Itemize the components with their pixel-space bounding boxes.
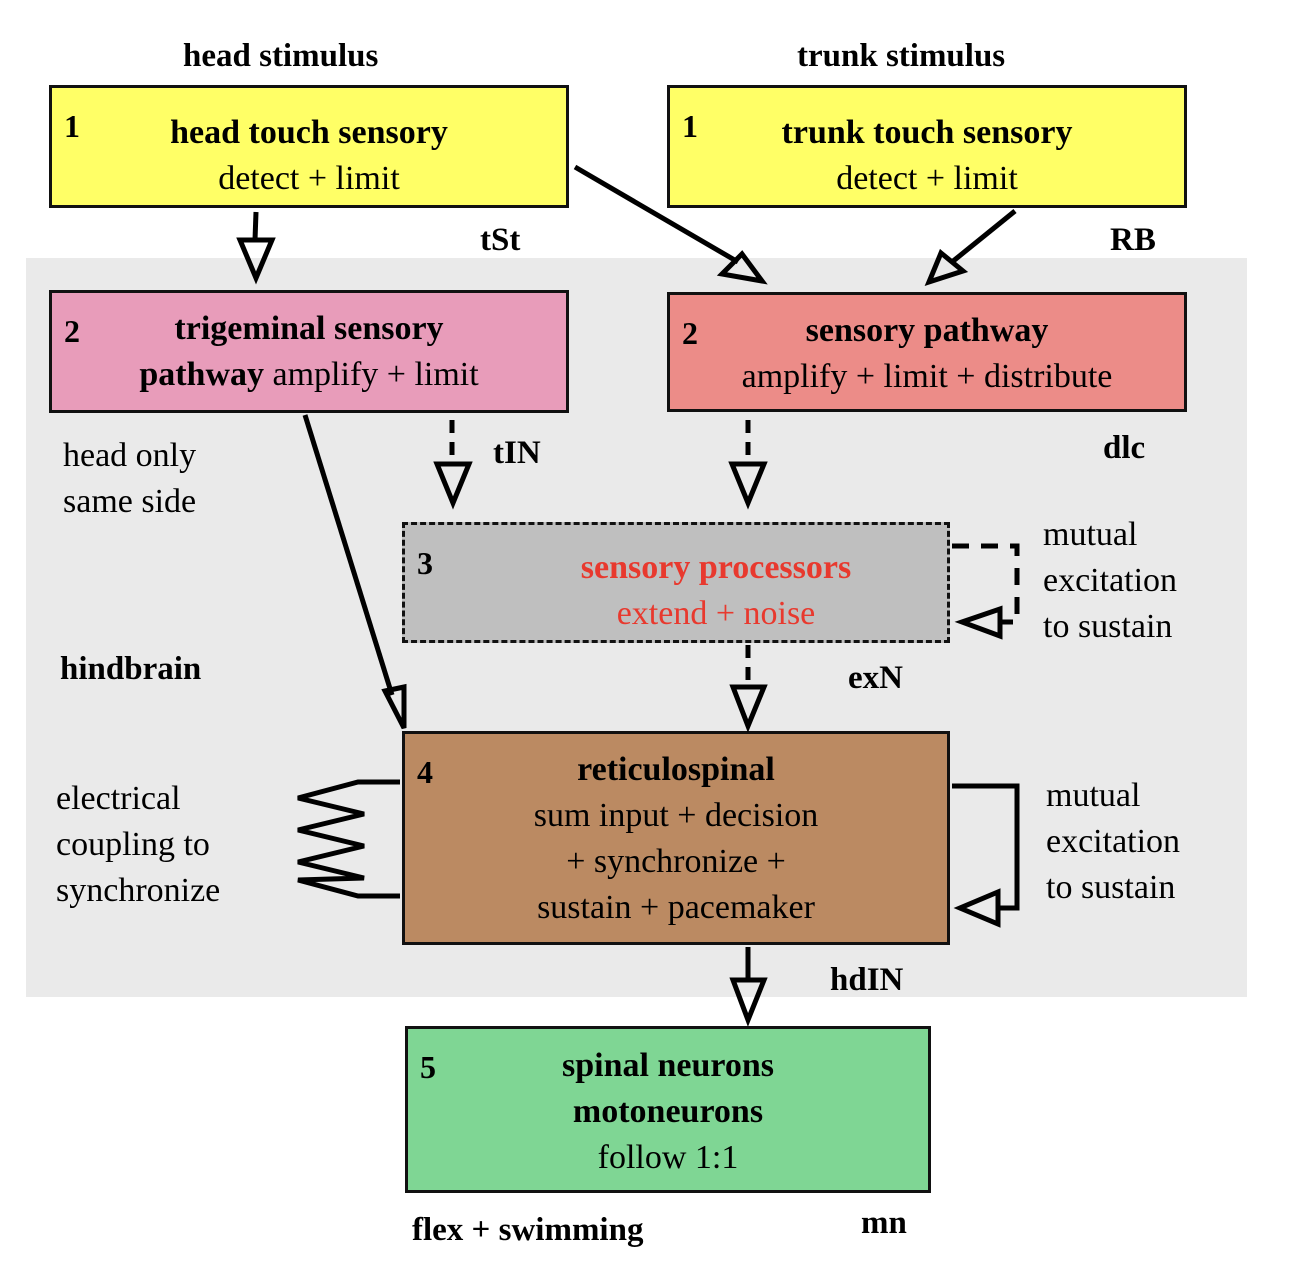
arrow-trunk-to-sensory-pathway (950, 209, 1017, 264)
box-desc: detect + limit (218, 160, 400, 197)
mutual-excitation-top-annotation: mutual excitation to sustain (1043, 516, 1178, 645)
head-touch-sensory-box[interactable]: 1 head touch sensory detect + limit (49, 85, 569, 208)
box-number: 1 (682, 108, 698, 144)
cell-label-dlc: dlc (1103, 430, 1146, 466)
box-title-2: pathway (139, 356, 265, 393)
box-number: 2 (682, 315, 698, 351)
box-title: trunk touch sensory (781, 114, 1073, 151)
cell-label-hdIN: hdIN (830, 962, 904, 998)
box-line: sustain + pacemaker (537, 889, 815, 926)
box-title: sensory pathway (805, 312, 1049, 349)
sensory-processors-box[interactable]: 3 sensory processors extend + noise (402, 522, 950, 643)
box-title-2: motoneurons (572, 1093, 764, 1130)
box-line: sum input + decision (533, 797, 819, 834)
trunk-stimulus-label: trunk stimulus (797, 38, 1006, 74)
box-line: + synchronize + (566, 843, 786, 880)
box-title: trigeminal sensory (174, 310, 444, 347)
box-number: 1 (64, 108, 80, 144)
trunk-touch-sensory-box[interactable]: 1 trunk touch sensory detect + limit (667, 85, 1187, 208)
box-number: 2 (64, 313, 80, 349)
box-title: reticulospinal (577, 751, 775, 788)
electrical-coupling-annotation: electrical coupling to synchronize (56, 780, 221, 909)
box-title: sensory processors (580, 549, 852, 586)
head-only-annotation: head only same side (63, 437, 197, 520)
box-title: spinal neurons (562, 1047, 774, 1084)
cell-label-exN: exN (848, 660, 903, 696)
output-label: flex + swimming (412, 1212, 644, 1248)
cell-label-RB: RB (1110, 222, 1156, 258)
box-title: head touch sensory (170, 114, 448, 151)
box-number: 3 (417, 545, 433, 581)
cell-label-tSt: tSt (480, 222, 521, 258)
box-desc: amplify + limit + distribute (741, 358, 1113, 395)
sensory-pathway-box[interactable]: 2 sensory pathway amplify + limit + dist… (667, 292, 1187, 412)
cell-label-mn: mn (861, 1205, 907, 1241)
head-stimulus-label: head stimulus (183, 38, 379, 74)
spinal-neurons-box[interactable]: 5 spinal neurons motoneurons follow 1:1 (405, 1026, 931, 1193)
arrow-head-to-trigeminal (252, 211, 259, 241)
box-desc: amplify + limit (272, 356, 479, 393)
box-desc: follow 1:1 (597, 1139, 739, 1176)
box-number: 5 (420, 1049, 436, 1085)
cell-label-tIN: tIN (493, 435, 541, 471)
mutual-excitation-bottom-annotation: mutual excitation to sustain (1046, 777, 1181, 906)
box-number: 4 (417, 754, 433, 790)
box-desc: extend + noise (616, 595, 816, 632)
hindbrain-label: hindbrain (60, 651, 202, 687)
trigeminal-pathway-box[interactable]: 2 trigeminal sensory pathway amplify + l… (49, 290, 569, 413)
box-desc: detect + limit (836, 160, 1018, 197)
reticulospinal-box[interactable]: 4 reticulospinal sum input + decision + … (402, 731, 950, 945)
